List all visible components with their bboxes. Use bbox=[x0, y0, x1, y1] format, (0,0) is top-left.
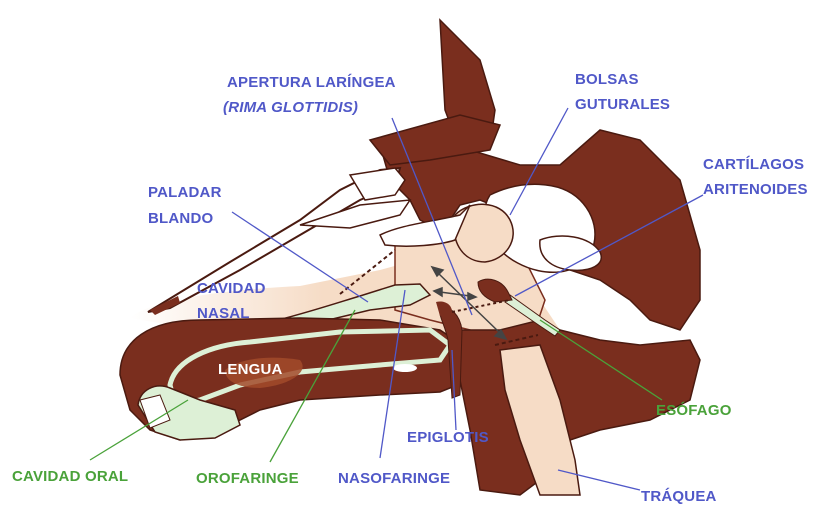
label-aritenoides: ARITENOIDES bbox=[703, 177, 808, 202]
label-lengua: LENGUA bbox=[218, 357, 283, 382]
label-orofaringe: OROFARINGE bbox=[196, 466, 299, 491]
label-cartilagos: CARTÍLAGOS bbox=[703, 152, 804, 177]
label-rima-glottidis: (RIMA GLOTTIDIS) bbox=[223, 95, 358, 120]
label-traquea: TRÁQUEA bbox=[641, 484, 717, 509]
label-blando: BLANDO bbox=[148, 206, 213, 231]
label-guturales: GUTURALES bbox=[575, 92, 670, 117]
label-esofago: ESÓFAGO bbox=[656, 398, 732, 423]
label-cavidad-oral: CAVIDAD ORAL bbox=[12, 464, 128, 489]
label-paladar: PALADAR bbox=[148, 180, 222, 205]
label-cavidad: CAVIDAD bbox=[197, 276, 266, 301]
label-nasal: NASAL bbox=[197, 301, 250, 326]
label-apertura-laringea: APERTURA LARÍNGEA bbox=[227, 70, 396, 95]
label-epiglotis: EPIGLOTIS bbox=[407, 425, 489, 450]
hyoid-fleck bbox=[393, 364, 417, 372]
label-bolsas: BOLSAS bbox=[575, 67, 639, 92]
label-nasofaringe: NASOFARINGE bbox=[338, 466, 450, 491]
